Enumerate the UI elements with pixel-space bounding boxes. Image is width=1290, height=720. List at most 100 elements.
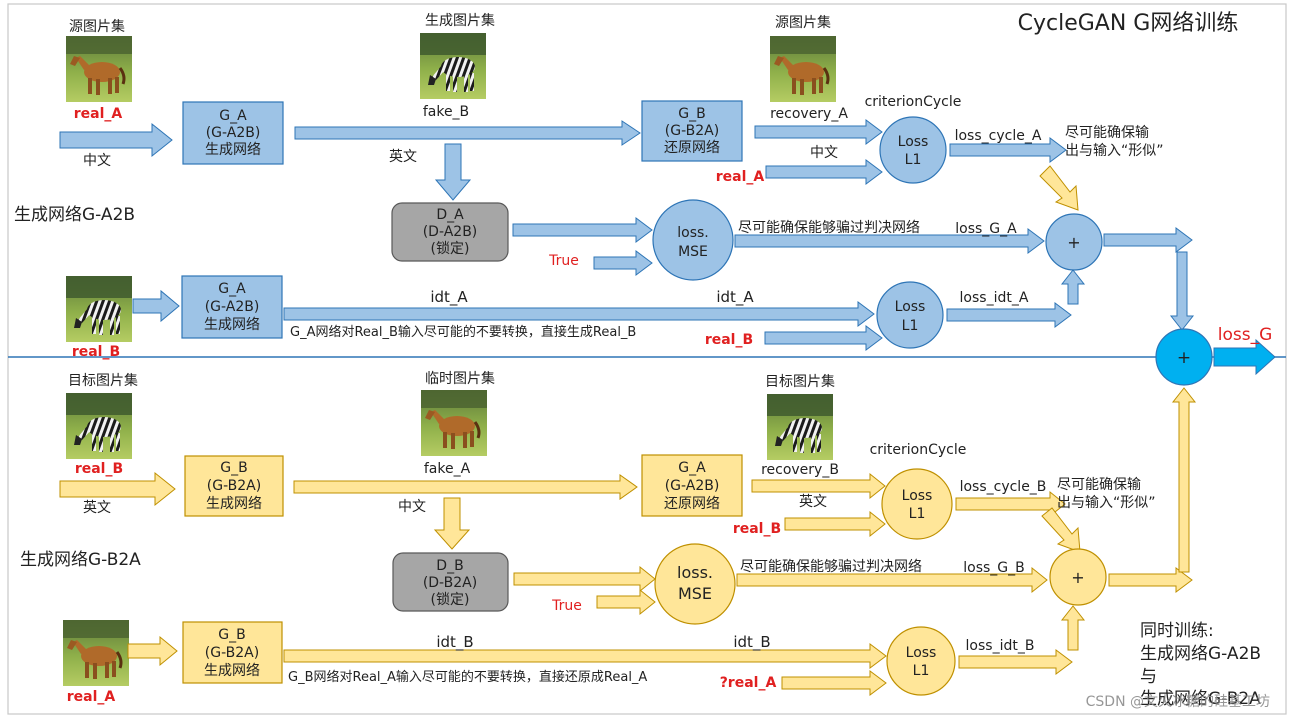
- bottom-rec-title: 目标图片集: [765, 373, 835, 390]
- bottom-plus-symbol: +: [1071, 568, 1084, 587]
- bottom-rec-arrow: [751, 472, 886, 500]
- bottom-idt-cmp: ?real_A: [720, 675, 777, 691]
- top-src-label: real_A: [74, 106, 123, 122]
- bottom-gen-label: fake_A: [424, 461, 471, 477]
- top-idt-src-label: real_B: [72, 344, 120, 360]
- top-d-l1: D_A: [436, 207, 464, 223]
- bottom-loss-cycle-l1: Loss: [902, 488, 933, 504]
- top-section-label: 生成网络G-A2B: [14, 205, 135, 225]
- top-g-main-l1: G_A: [219, 108, 247, 124]
- bottom-loss-cycle-l2: L1: [909, 506, 926, 522]
- bottom-g-idt-l2: (G-B2A): [205, 645, 259, 661]
- bottom-idt-src-label: real_A: [67, 689, 116, 705]
- bottom-real-cmp: real_B: [733, 521, 781, 537]
- bottom-idt-to-plus-arrow: [1060, 605, 1086, 651]
- bottom-true-arrow: [596, 588, 656, 616]
- bottom-true-label: True: [551, 598, 582, 614]
- top-d-l2: (D-A2B): [423, 224, 478, 240]
- final-note: 同时训练: 生成网络G-A2B 与 生成网络G-B2A: [1140, 621, 1261, 709]
- top-g-rec-l3: 还原网络: [664, 140, 720, 156]
- top-idt-input-arrow: [132, 289, 180, 323]
- bottom-mse-node: [654, 543, 736, 625]
- bottom-loss-cycle-label: loss_cycle_B: [960, 479, 1047, 495]
- bottom-src-lang: 英文: [83, 499, 111, 516]
- bottom-idt-image: [61, 618, 131, 688]
- top-section: 生成网络G-A2B 源图片集 real_A 中文 G_A (G-A2B) 生成网…: [14, 12, 1195, 360]
- top-loss-cycle-l2: L1: [905, 152, 922, 168]
- final-plus-node: [1155, 328, 1213, 386]
- top-g-idt-box: [181, 275, 283, 339]
- top-gen-title: 生成图片集: [425, 12, 495, 29]
- top-loss-cycle-label: loss_cycle_A: [955, 128, 1042, 144]
- top-down-arrow: [434, 143, 472, 201]
- top-rec-image: [768, 34, 838, 104]
- top-loss-cycle-arrow: [949, 137, 1067, 163]
- top-idt-2: idt_A: [716, 288, 754, 307]
- top-g-idt-l2: (G-A2B): [205, 299, 260, 315]
- top-gen-label: fake_B: [423, 104, 469, 120]
- bottom-section: 生成网络G-B2A 目标图片集 real_B 英文 G_B (G-B2A) 生成…: [20, 370, 1197, 705]
- bottom-fool-note: 尽可能确保能够骗过判决网络: [740, 559, 922, 575]
- bottom-g-main-l2: (G-B2A): [207, 478, 261, 494]
- bottom-idt-node: [886, 626, 956, 696]
- top-rec-title: 源图片集: [775, 14, 831, 31]
- final-note-2: 生成网络G-A2B: [1140, 644, 1261, 664]
- bottom-src-image: [66, 393, 132, 459]
- final-plus-symbol: +: [1177, 348, 1191, 368]
- top-d-box: [391, 202, 509, 262]
- bottom-cycle-note-2: 出与输入“形似”: [1057, 495, 1156, 511]
- bottom-gen-lang: 中文: [398, 499, 426, 515]
- bottom-gen-image: [419, 388, 489, 458]
- bottom-g-main-box: [184, 455, 284, 517]
- bottom-rec-lang: 英文: [799, 493, 827, 510]
- top-g-rec-box: [641, 100, 743, 162]
- top-cycle-note-2: 出与输入“形似”: [1065, 143, 1164, 159]
- top-idt-1: idt_A: [430, 288, 468, 307]
- bottom-d-box: [392, 552, 509, 612]
- bottom-mse-l2: MSE: [678, 584, 712, 603]
- top-idt-loss-arrow: [946, 302, 1072, 328]
- bottom-gen-title: 临时图片集: [425, 370, 495, 387]
- top-real-cmp-arrow: [765, 159, 883, 185]
- top-loss-g-label: loss_G_A: [955, 221, 1017, 237]
- top-mse-l1: loss.: [677, 225, 709, 241]
- top-idt-loss-label: loss_idt_A: [960, 290, 1029, 306]
- top-rec-arrow: [754, 119, 883, 145]
- bottom-down-arrow: [433, 497, 471, 550]
- top-g-main-box: [182, 101, 284, 165]
- bottom-mse-l1: loss.: [677, 563, 713, 582]
- bottom-d-l3: (锁定): [431, 592, 470, 608]
- top-rec-lang: 中文: [810, 145, 838, 161]
- top-g-rec-l1: G_B: [678, 106, 705, 122]
- bottom-section-label: 生成网络G-B2A: [20, 550, 141, 570]
- top-g-idt-l3: 生成网络: [204, 317, 260, 333]
- top-plus-node: [1045, 213, 1103, 271]
- top-input-arrow: [59, 122, 173, 158]
- bottom-loss-cycle-node: [881, 468, 953, 540]
- bottom-real-cmp-arrow: [784, 510, 886, 538]
- final-out-arrow: [1213, 338, 1276, 376]
- top-g-main-l3: 生成网络: [205, 142, 261, 158]
- diagram-title: CycleGAN G网络训练: [1018, 11, 1239, 36]
- top-plus-symbol: +: [1067, 233, 1080, 252]
- bottom-loss-cycle-arrow: [955, 490, 1066, 518]
- top-plus-out-arrow: [1103, 227, 1193, 253]
- bottom-input-arrow: [59, 471, 176, 507]
- bottom-g-rec-l1: G_A: [678, 460, 706, 476]
- bottom-idt-1: idt_B: [436, 633, 473, 652]
- final-note-1: 同时训练:: [1140, 621, 1214, 641]
- top-gen-lang: 英文: [389, 148, 417, 165]
- bottom-plus-out-arrow: [1108, 567, 1193, 593]
- top-d-to-mse-arrow: [512, 217, 653, 243]
- top-to-final-arrow: [1169, 251, 1195, 331]
- bottom-g-main-l1: G_B: [220, 460, 247, 476]
- bottom-to-final-arrow: [1171, 387, 1197, 573]
- top-idt-node: [876, 281, 944, 349]
- top-g-main-l2: (G-A2B): [206, 125, 261, 141]
- bottom-g-idt-l3: 生成网络: [204, 663, 260, 679]
- bottom-idt-cmp-arrow: [781, 670, 887, 696]
- top-g-idt-l1: G_A: [218, 281, 246, 297]
- bottom-d-l1: D_B: [436, 558, 463, 574]
- bottom-idt-input-arrow: [127, 635, 178, 667]
